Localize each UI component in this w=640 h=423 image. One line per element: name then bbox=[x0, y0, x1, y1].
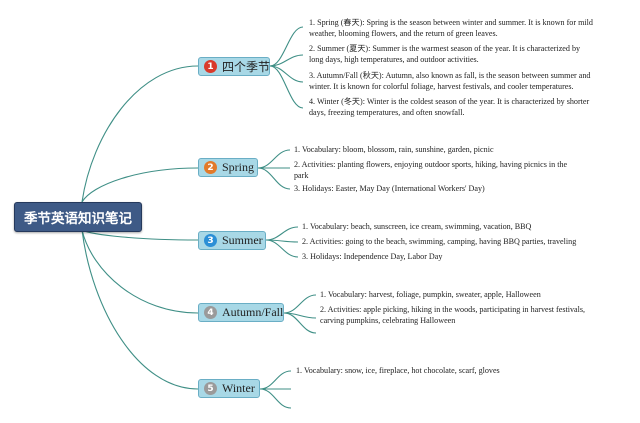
leaf-item: 2. Activities: apple picking, hiking in … bbox=[320, 305, 586, 325]
branch-label: 四个季节 bbox=[222, 60, 271, 74]
number-badge-icon: 1 bbox=[204, 60, 217, 73]
leaf-item: 1. Vocabulary: harvest, foliage, pumpkin… bbox=[320, 290, 541, 299]
leaf-connector bbox=[269, 26, 304, 67]
number-badge-icon: 5 bbox=[204, 382, 217, 395]
number-badge-icon: 3 bbox=[204, 234, 217, 247]
branch-label: Summer bbox=[222, 233, 263, 247]
leaf-connector bbox=[265, 226, 299, 241]
leaf-item: 2. Activities: planting flowers, enjoyin… bbox=[294, 160, 568, 180]
leaf-connector bbox=[283, 294, 317, 314]
leaf-connector bbox=[269, 65, 304, 109]
branch-winter[interactable]: 5 Winter bbox=[198, 379, 260, 398]
leaf-item: 4. Winter (冬天): Winter is the coldest se… bbox=[309, 97, 590, 117]
number-badge-icon: 4 bbox=[204, 306, 217, 319]
root-connector bbox=[81, 65, 199, 203]
leaf-item: 1. Vocabulary: snow, ice, fireplace, hot… bbox=[296, 366, 500, 375]
branch-four-seasons[interactable]: 1 四个季节 bbox=[198, 57, 270, 76]
leaf-item: 2. Activities: going to the beach, swimm… bbox=[302, 237, 577, 246]
leaf-connector bbox=[257, 149, 291, 169]
leaf-connector bbox=[259, 388, 292, 409]
branch-label: Winter bbox=[222, 381, 255, 395]
root-connector bbox=[81, 229, 199, 314]
branch-label: Spring bbox=[222, 160, 255, 174]
leaf-connector bbox=[259, 370, 292, 390]
root-connector bbox=[81, 229, 199, 390]
root-title: 季节英语知识笔记 bbox=[24, 211, 132, 227]
root-topic[interactable]: 季节英语知识笔记 bbox=[14, 202, 142, 232]
root-connector bbox=[81, 167, 199, 203]
leaf-item: 1. Spring (春天): Spring is the season bet… bbox=[309, 18, 593, 38]
leaf-item: 2. Summer (夏天): Summer is the warmest se… bbox=[309, 44, 581, 64]
leaf-item: 1. Vocabulary: beach, sunscreen, ice cre… bbox=[302, 222, 532, 231]
leaf-connector bbox=[257, 167, 291, 190]
leaf-connector bbox=[283, 312, 317, 334]
leaf-connector bbox=[269, 54, 304, 67]
branch-label: Autumn/Fall bbox=[222, 305, 284, 319]
leaf-item: 3. Holidays: Easter, May Day (Internatio… bbox=[294, 184, 485, 193]
branch-summer[interactable]: 3 Summer bbox=[198, 231, 266, 250]
branch-autumn-fall[interactable]: 4 Autumn/Fall bbox=[198, 303, 284, 322]
leaf-connector bbox=[265, 239, 299, 258]
leaf-item: 3. Autumn/Fall (秋天): Autumn, also known … bbox=[309, 71, 591, 91]
branch-spring[interactable]: 2 Spring bbox=[198, 158, 258, 177]
leaf-item: 3. Holidays: Independence Day, Labor Day bbox=[302, 252, 443, 261]
leaf-item: 1. Vocabulary: bloom, blossom, rain, sun… bbox=[294, 145, 494, 154]
number-badge-icon: 2 bbox=[204, 161, 217, 174]
